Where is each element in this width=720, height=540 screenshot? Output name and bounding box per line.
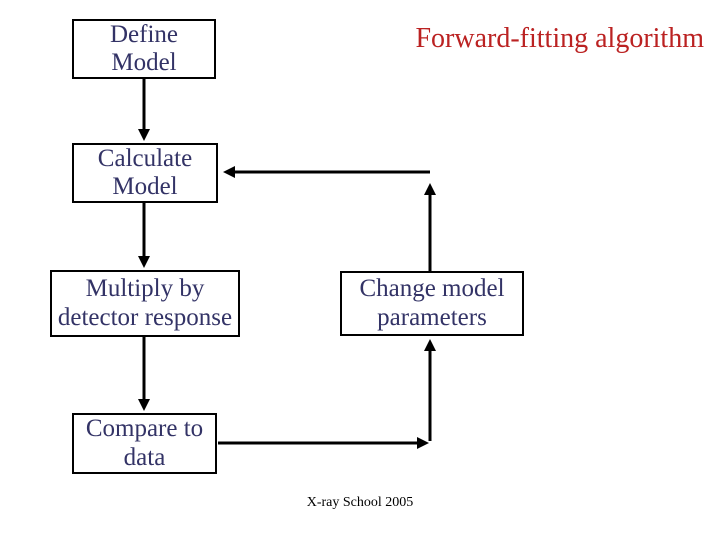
- flow-box-multiply-detector-response-label: Multiply by detector response: [57, 275, 233, 331]
- slide-title: Forward-fitting algorithm: [415, 23, 704, 54]
- flow-box-change-model-parameters-label: Change model parameters: [359, 275, 505, 331]
- flow-box-define-model-label: Define Model: [109, 20, 179, 77]
- slide-footer: X-ray School 2005: [306, 495, 414, 510]
- flow-box-change-model-parameters: Change model parameters: [340, 271, 524, 336]
- flow-box-compare-to-data: Compare to data: [72, 413, 217, 474]
- flow-box-calculate-model: Calculate Model: [72, 143, 218, 203]
- flow-box-calculate-model-label: Calculate Model: [97, 144, 193, 201]
- flow-box-define-model: Define Model: [72, 19, 216, 79]
- flow-box-multiply-detector-response: Multiply by detector response: [50, 270, 240, 337]
- flow-box-compare-to-data-label: Compare to data: [85, 415, 204, 471]
